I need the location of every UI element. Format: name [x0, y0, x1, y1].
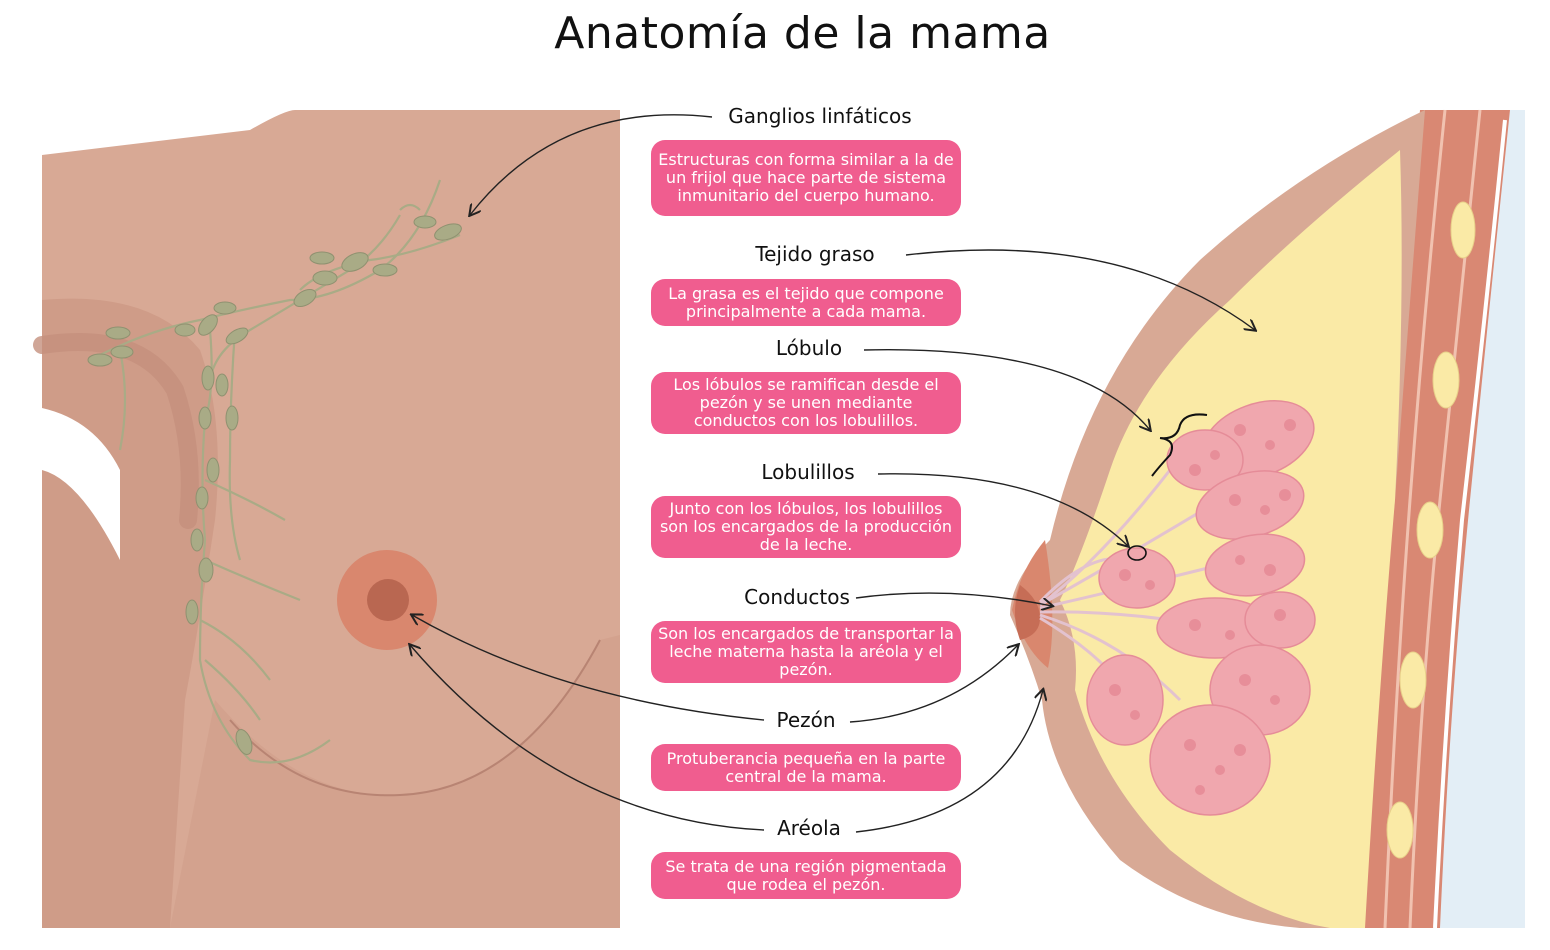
lymph-node [213, 301, 237, 315]
arrow-conductos [855, 592, 1052, 606]
lymph-node [185, 599, 199, 625]
arrow-pezon-left [412, 615, 765, 721]
lymph-node [341, 252, 369, 272]
lymph-node [198, 557, 214, 583]
cross-section-illustration [1010, 109, 1525, 929]
desc-lobulillos: Junto con los lóbulos, los lobulillos so… [651, 496, 961, 558]
lobulillo-marker [1127, 545, 1147, 561]
ribs [1386, 201, 1476, 859]
lymph-node [434, 223, 462, 241]
lymph-node [87, 353, 113, 367]
desc-conductos: Son los encargados de transportar la lec… [651, 621, 961, 683]
lymph-node [235, 729, 253, 755]
front-torso-illustration [33, 110, 620, 929]
lymph-node [309, 251, 335, 265]
rib [1432, 351, 1460, 409]
lymph-node [105, 326, 131, 340]
breast-shadow [170, 635, 620, 928]
desc-ganglios: Estructuras con forma similar a la de un… [651, 140, 961, 216]
label-pezon: Pezón [776, 708, 836, 732]
arrow-lobulillos [877, 473, 1128, 546]
lymph-node [190, 528, 204, 552]
lymph-node [372, 263, 398, 277]
label-tejido-graso: Tejido graso [755, 242, 875, 266]
arrow-pezon-right [849, 645, 1018, 723]
lobule [1204, 533, 1306, 597]
lymph-node [293, 288, 317, 308]
label-lobulillos: Lobulillos [761, 460, 855, 484]
lymph-node [198, 314, 218, 336]
lobule-texture [1109, 419, 1296, 795]
lobule [1098, 547, 1176, 609]
arrow-areola-left [410, 645, 765, 831]
lymph-node [215, 373, 229, 397]
lymph-nodes [87, 215, 462, 755]
callout-arrows [410, 114, 1255, 833]
lobule [1086, 654, 1164, 746]
label-areola: Aréola [777, 816, 841, 840]
label-conductos: Conductos [744, 585, 850, 609]
arrow-areola-right [855, 690, 1043, 833]
arrow-lobulo [863, 349, 1150, 430]
lymph-node [198, 406, 212, 430]
desc-tejido-graso: La grasa es el tejido que compone princi… [651, 279, 961, 326]
chest-line-white [1433, 119, 1507, 929]
desc-lobulo: Los lóbulos se ramifican desde el pezón … [651, 372, 961, 434]
lymph-node [110, 345, 134, 359]
lobule [1166, 429, 1244, 491]
torso-skin [42, 110, 620, 928]
muscle-stripe [1383, 109, 1447, 929]
lobules [1086, 400, 1316, 816]
rib [1399, 651, 1427, 709]
lymph-node [201, 365, 215, 391]
lymph-node [225, 405, 239, 431]
desc-pezon: Protuberancia pequeña en la parte centra… [651, 744, 961, 791]
label-ganglios: Ganglios linfáticos [728, 104, 912, 128]
lobule [1149, 704, 1271, 816]
page-title: Anatomía de la mama [554, 8, 1051, 59]
rib [1416, 501, 1444, 559]
rib [1450, 201, 1476, 259]
nipple-side [1015, 585, 1040, 640]
desc-areola: Se trata de una región pigmentada que ro… [651, 852, 961, 899]
breast-outline [229, 639, 601, 797]
label-lobulo: Lóbulo [775, 336, 843, 360]
lymph-node [206, 457, 220, 483]
armpit-crease [33, 333, 199, 529]
lymph-node [195, 486, 209, 510]
lymph-node [174, 323, 196, 337]
lymph-node [312, 270, 338, 286]
nipple-front [367, 579, 409, 621]
arrow-tejido [905, 249, 1255, 330]
white-gap [42, 408, 120, 560]
lobule-brace [1151, 413, 1208, 477]
arrow-ganglios [470, 114, 713, 215]
lymph-node [413, 215, 437, 229]
rib [1386, 801, 1414, 859]
lymph-node [225, 327, 249, 345]
